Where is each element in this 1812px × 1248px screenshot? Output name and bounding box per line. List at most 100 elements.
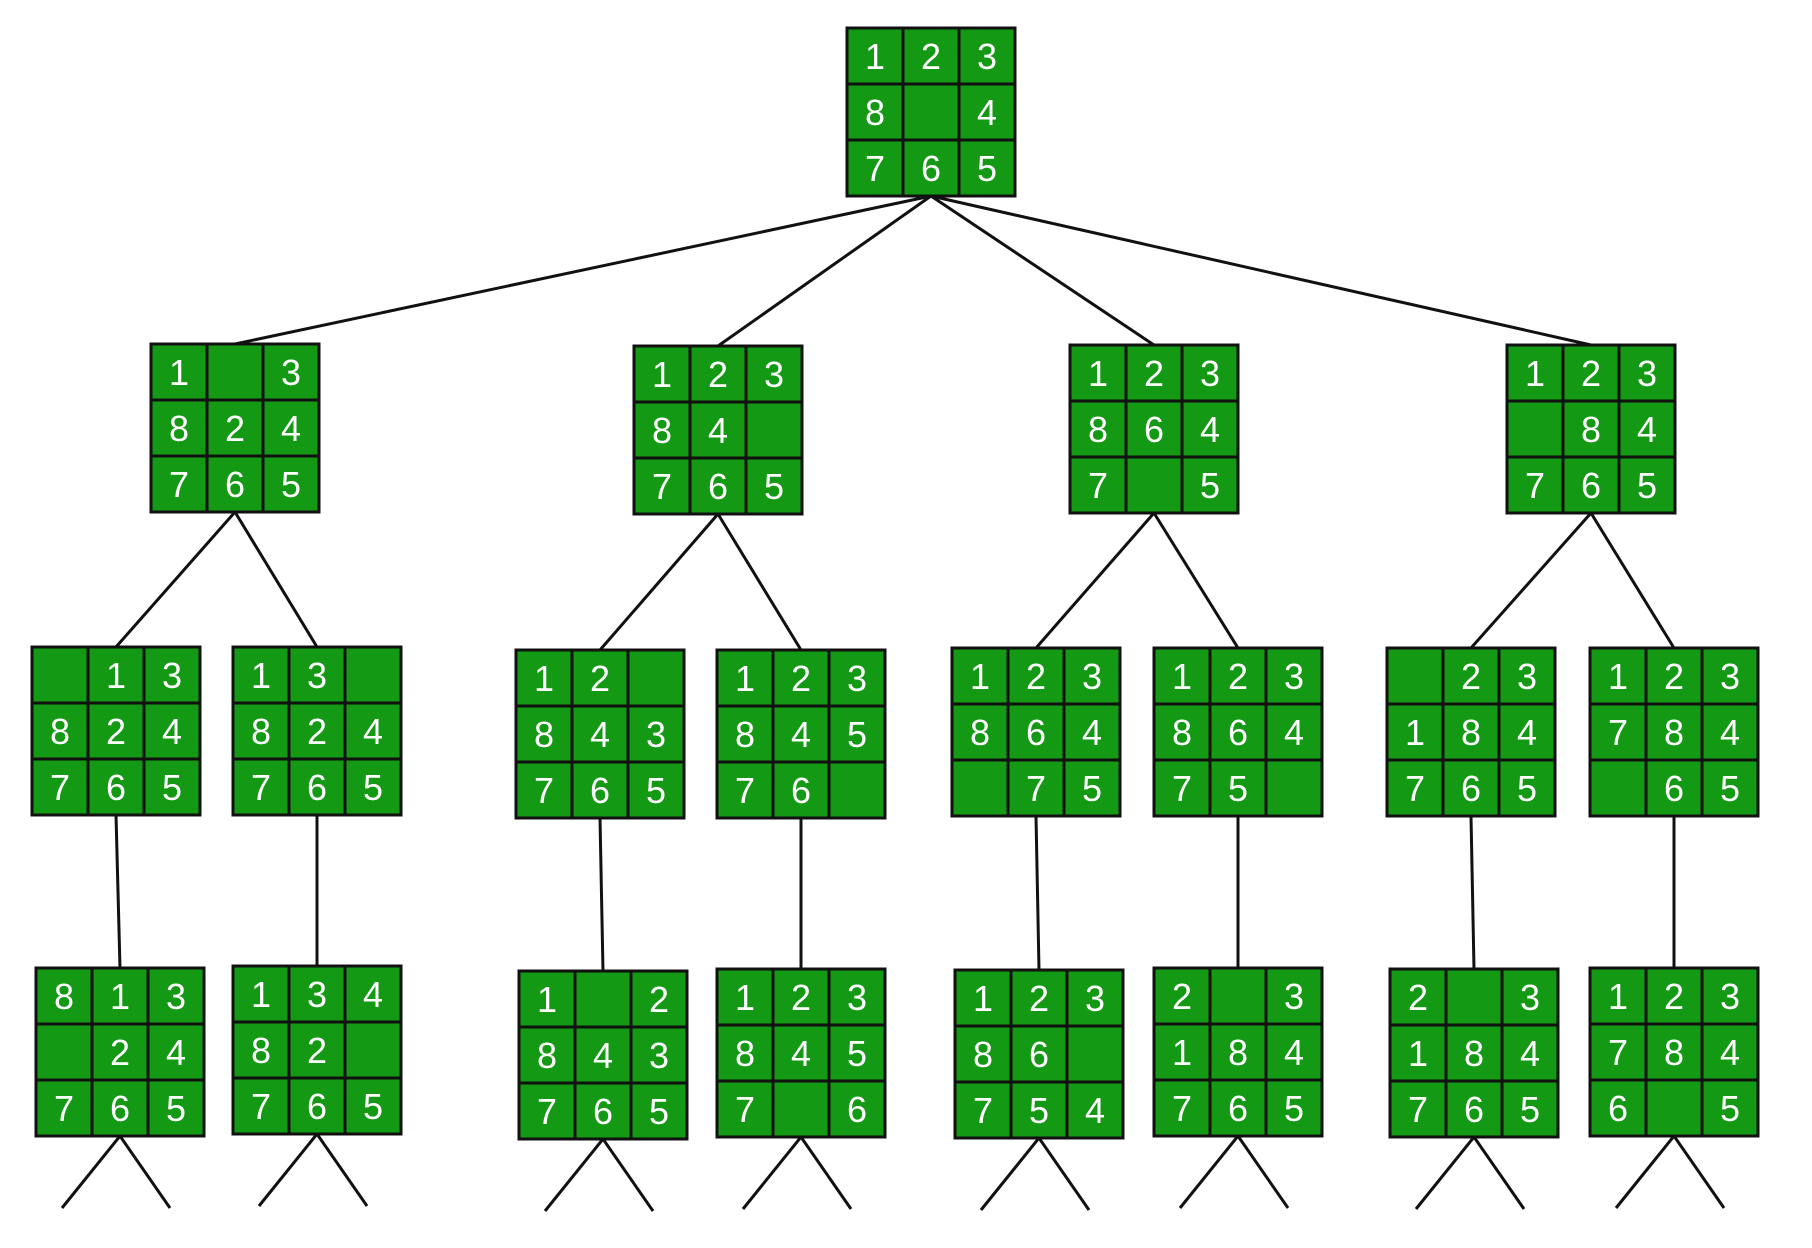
branch-stub-left-d2x [1614,1135,1676,1209]
blank-cell [343,645,403,705]
tile-cell [953,1024,1013,1084]
tile-number: 1 [735,658,755,699]
tile-cell [514,704,574,764]
tree-edge-c-c1 [1034,512,1156,649]
tile-number: 3 [1720,656,1740,697]
blank-cell [827,760,887,820]
tile-number: 2 [1026,656,1046,697]
tile-number: 1 [537,979,557,1020]
tile-cell [1700,1022,1760,1082]
tile-number: 2 [1172,976,1192,1017]
tile-number: 4 [791,714,811,755]
blank-cell [573,969,633,1029]
tile-number: 8 [1664,1032,1684,1073]
tile-number: 3 [1200,353,1220,394]
tile-number: 3 [166,976,186,1017]
tile-number: 2 [110,1032,130,1073]
tile-number: 3 [646,714,666,755]
tile-number: 1 [652,354,672,395]
blank-cell [30,645,90,705]
tile-number: 4 [1082,712,1102,753]
tile-number: 7 [1608,1032,1628,1073]
tile-number: 4 [1284,712,1304,753]
tile-number: 3 [847,977,867,1018]
tile-number: 1 [169,352,189,393]
tile-cell [626,704,686,764]
tile-number: 2 [1144,353,1164,394]
tile-number: 3 [1082,656,1102,697]
tile-number: 6 [225,464,245,505]
tile-number: 4 [977,92,997,133]
board-border [1505,343,1677,515]
blank-cell [1208,966,1268,1026]
tree-edge-a-a1 [114,511,237,648]
tile-cell [715,1023,775,1083]
tile-cell [261,342,321,402]
board-border [1588,966,1760,1138]
branch-stub-right-d1x [1472,1136,1526,1210]
tile-number: 3 [1284,656,1304,697]
tree-edge-a1-a1x [114,814,122,969]
tile-number: 5 [363,767,383,808]
tile-number: 1 [106,655,126,696]
tile-number: 5 [977,148,997,189]
tile-number: 8 [1581,409,1601,450]
tile-cell [146,966,206,1026]
tile-number: 1 [735,977,755,1018]
tile-number: 5 [1637,465,1657,506]
tile-number: 7 [865,148,885,189]
blank-cell [901,82,961,142]
tile-number: 5 [847,714,867,755]
tile-number: 2 [921,36,941,77]
board-border [30,645,202,817]
tile-number: 7 [652,466,672,507]
tile-cell [1264,1022,1324,1082]
tile-number: 4 [1520,1033,1540,1074]
branch-stub-right-c1x [1037,1137,1091,1211]
tile-number: 5 [1520,1089,1540,1130]
tile-number: 4 [708,410,728,451]
tile-number: 2 [225,408,245,449]
tile-number: 6 [307,1086,327,1127]
tree-edge-d1-d1x [1469,815,1476,970]
tree-edge-root-b [717,194,932,348]
tile-number: 7 [1026,768,1046,809]
tile-number: 2 [1408,977,1428,1018]
tile-number: 4 [166,1032,186,1073]
tile-number: 7 [1172,1088,1192,1129]
branch-stub-right-c2x [1236,1135,1290,1209]
tile-number: 1 [973,978,993,1019]
board-border [1385,646,1557,818]
tile-number: 8 [865,92,885,133]
tile-number: 5 [1517,768,1537,809]
tile-number: 7 [251,1086,271,1127]
tile-number: 4 [1284,1032,1304,1073]
tile-cell [231,1076,291,1136]
blank-cell [205,342,265,402]
tile-number: 6 [590,770,610,811]
board-border [715,967,887,1139]
tree-edge-root-d [930,194,1592,347]
branch-stub-right-b2x [799,1136,853,1210]
board-border [231,964,403,1136]
branch-stub-left-d1x [1414,1136,1476,1210]
tile-number: 4 [590,714,610,755]
tile-number: 4 [1637,409,1657,450]
blank-cell [950,758,1010,818]
tree-edge-root-a [234,194,932,346]
tile-number: 1 [1172,1032,1192,1073]
tile-number: 2 [649,979,669,1020]
tile-number: 5 [1029,1090,1049,1131]
board-border [715,648,887,820]
tile-number: 7 [537,1091,557,1132]
tile-number: 3 [1637,353,1657,394]
blank-cell [1588,758,1648,818]
